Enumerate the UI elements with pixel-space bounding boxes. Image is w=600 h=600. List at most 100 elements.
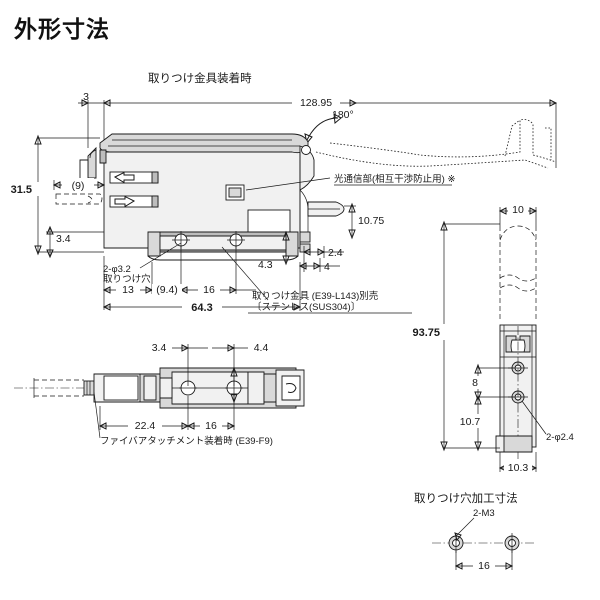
dim-base-step: 3.4	[56, 233, 71, 245]
open-cover-outline-lower	[315, 151, 549, 169]
arrow-head	[102, 286, 111, 294]
arrow-head	[46, 249, 54, 259]
arrow-head	[81, 99, 90, 107]
lever-grip	[99, 149, 107, 164]
hinge-pivot	[301, 145, 311, 155]
dim-tab-offset: 4	[324, 261, 330, 273]
dim-bottom-width: 10.3	[508, 462, 529, 474]
arrow-head	[181, 344, 190, 352]
dim-top-offset: 3	[83, 91, 89, 103]
arrow-head	[145, 286, 154, 294]
dim-inner-depth: (9)	[72, 180, 85, 192]
indicator-slot-lower	[109, 195, 159, 208]
arrow-head	[349, 99, 358, 107]
dim-label-mask	[16, 182, 48, 196]
inner-dashed-outline	[55, 193, 103, 205]
arrow-head	[52, 181, 61, 189]
bracket-left-flange	[147, 231, 161, 257]
side-view: 10	[412, 204, 574, 474]
dim-label-mask	[504, 461, 532, 474]
arrow-head	[102, 303, 111, 311]
dim-bottom-pitch: 16	[205, 420, 217, 432]
slot-end	[151, 171, 159, 184]
arrow-head	[474, 441, 482, 452]
arrow-head	[474, 391, 482, 402]
dim-label-mask	[200, 419, 222, 432]
arrow-head	[474, 363, 482, 374]
arrow-right-icon	[113, 171, 135, 184]
arrow-head	[302, 248, 311, 256]
dim-hole-spacing: 8	[472, 377, 478, 389]
dim-label-mask	[508, 204, 528, 216]
dim-front-length: 22.4	[135, 420, 156, 432]
arrow-head	[227, 422, 236, 430]
callout-thread: 2-M3	[473, 508, 495, 519]
arrow-head	[293, 303, 302, 311]
leader-line	[93, 391, 101, 439]
arrow-head	[333, 113, 342, 124]
bottom-view: 3.4 4.4 22.4 16 ファイバアタッチメント装着時 (E3	[14, 341, 305, 447]
arrow-head	[46, 225, 54, 235]
arrow-head	[298, 262, 307, 270]
dim-bracket-length: 64.3	[191, 302, 212, 314]
dim-overall-length-text: 128.95	[300, 97, 332, 109]
arrow-head	[97, 181, 106, 189]
dim-side-height: 93.75	[412, 327, 440, 339]
dim-cable-height: 10.75	[358, 215, 384, 227]
dim-label-mask	[292, 96, 340, 108]
page-title: 外形寸法	[14, 16, 110, 42]
fiber-dashed-top	[499, 225, 537, 241]
arrow-head	[34, 245, 42, 256]
arrow-head	[282, 255, 290, 266]
arrow-head	[317, 248, 326, 256]
arrow-head	[440, 220, 448, 231]
dim-label-mask	[146, 341, 172, 354]
arrow-head	[230, 393, 238, 404]
open-cover-tip	[545, 127, 552, 160]
plan-left-tab	[159, 377, 173, 399]
display-panel	[247, 209, 291, 233]
tab-upper	[299, 231, 311, 243]
lever-curve	[89, 149, 97, 159]
callout-bracket-line2: 〔ステンレス(SUS304)〕	[252, 301, 360, 313]
arrow-head	[227, 344, 236, 352]
arrow-head	[505, 562, 514, 570]
slot-end	[151, 195, 159, 208]
leader-line	[521, 400, 547, 435]
arrow-head	[529, 207, 538, 215]
attachment-neck-inner	[143, 375, 157, 401]
bracket-screw-left	[172, 231, 190, 249]
dim-label-mask	[182, 300, 222, 313]
dim-label-mask	[452, 414, 486, 428]
arrow-head	[102, 99, 111, 107]
arrow-head	[34, 134, 42, 145]
callout-hole-line2: 取りつけ穴	[103, 273, 151, 285]
tab-lower	[299, 243, 311, 253]
arrow-head	[230, 366, 238, 377]
main-view: 取りつけ金具装着時 3 128.95 128.95	[11, 71, 558, 314]
plan-tail-glyph	[285, 383, 297, 393]
dim-rotation: 180°	[332, 109, 354, 121]
callout-bracket-line1: 取りつけ金具 (E39-L143)別売	[252, 290, 378, 302]
pattern-hole-right	[504, 533, 520, 553]
open-cover-detail	[504, 119, 521, 157]
fiber-dashed-wave	[499, 274, 537, 282]
dim-label-mask	[62, 178, 94, 191]
arrow-head	[229, 286, 238, 294]
dim-bracket-tab: 4.3	[258, 259, 273, 271]
arrow-head	[179, 286, 188, 294]
arrow-head	[454, 532, 462, 542]
arrow-head	[98, 422, 107, 430]
fiber-dashed-wave-2	[499, 284, 537, 292]
plan-tail-window	[281, 375, 301, 401]
dim-label-mask	[152, 284, 182, 296]
dim-bottom-hole-left: 3.4	[152, 342, 167, 354]
fiber-connector	[83, 380, 95, 396]
device-lid	[99, 133, 309, 154]
plan-right-neck	[263, 373, 277, 403]
dim-label-mask	[248, 341, 274, 354]
dim-label-mask	[128, 419, 162, 432]
side-foot-flange	[495, 435, 505, 453]
